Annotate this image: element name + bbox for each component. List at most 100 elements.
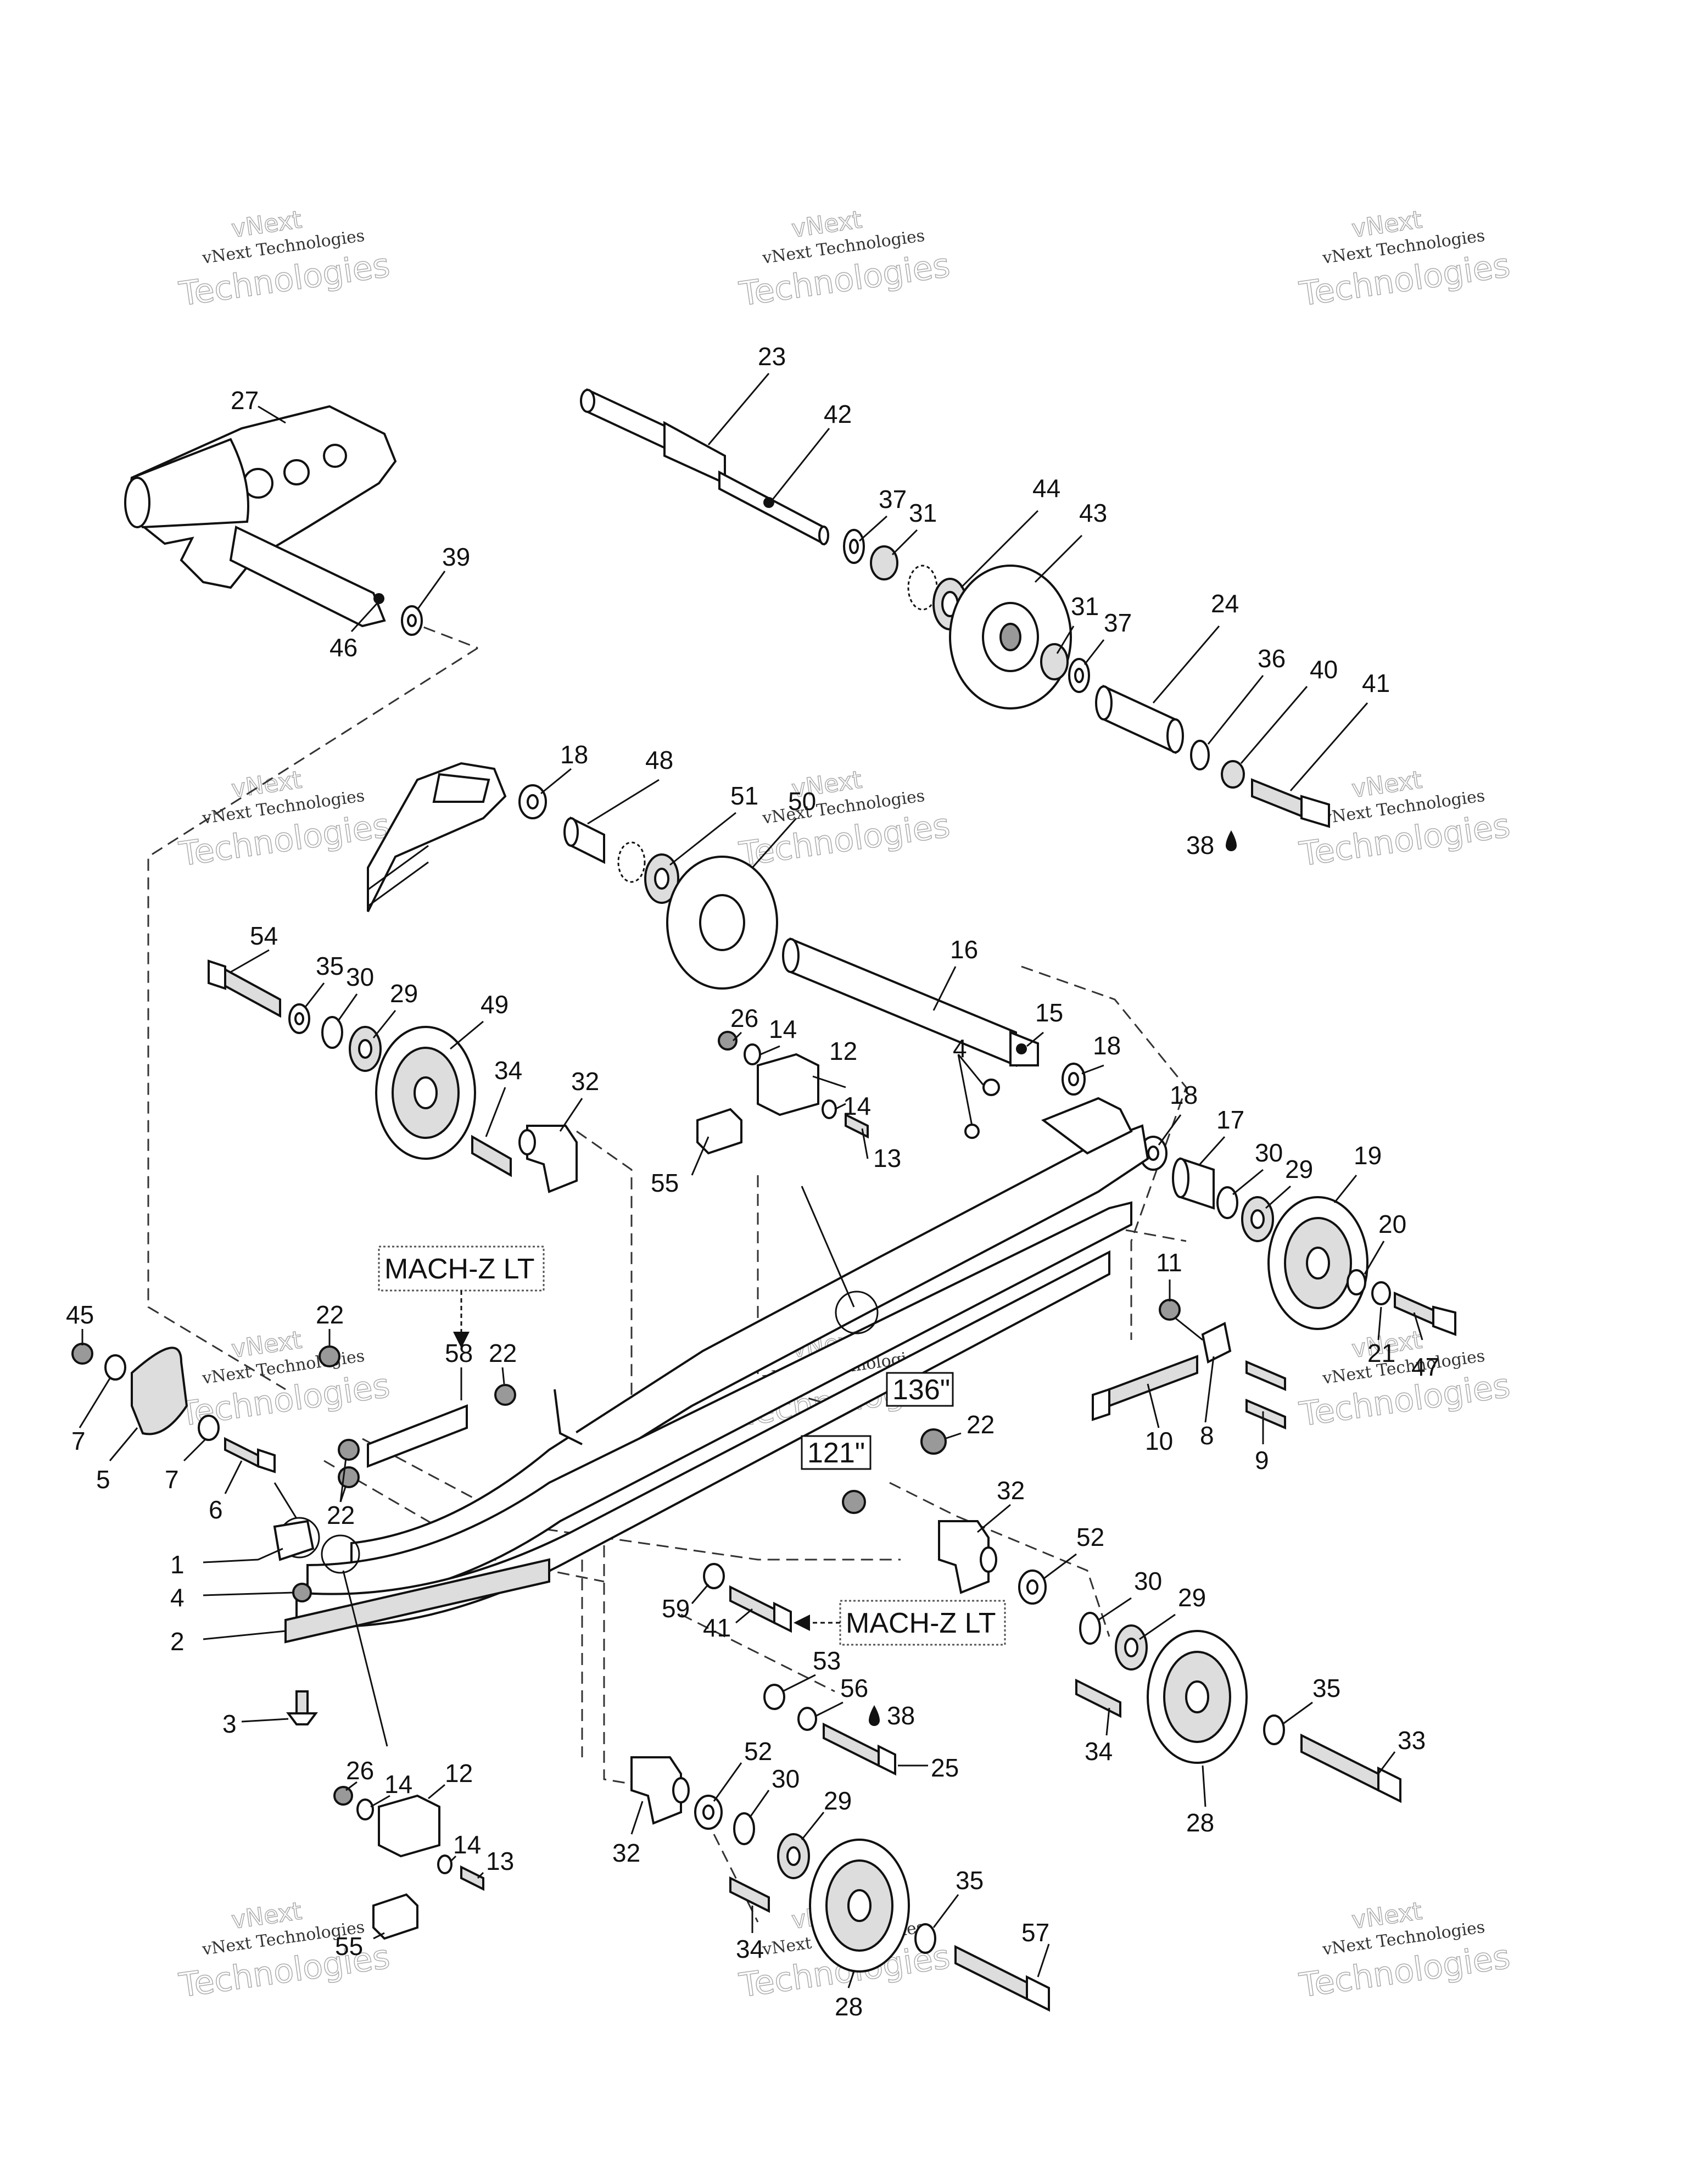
leader-line — [812, 1075, 846, 1088]
cushion-block-12 — [757, 1053, 819, 1116]
leader-line — [932, 966, 957, 1011]
callout-28: 28 — [1186, 1808, 1214, 1837]
bearing-29-hole — [358, 1039, 372, 1059]
cushion-block-12-b — [378, 1794, 440, 1858]
callout-33: 33 — [1398, 1726, 1426, 1755]
leader-line — [1152, 625, 1220, 703]
spacer-24 — [1103, 684, 1176, 755]
leader-line — [957, 1054, 984, 1085]
callout-19: 19 — [1354, 1141, 1382, 1170]
grease-point-icon — [1016, 1043, 1027, 1054]
arm-hole — [323, 444, 347, 468]
bolt-9-b-thread — [1245, 1398, 1286, 1430]
leader-line — [501, 1367, 505, 1384]
callout-32: 32 — [612, 1839, 640, 1867]
leader-line — [691, 1136, 710, 1176]
leader-line — [224, 1460, 243, 1494]
spacer-24-end — [1166, 718, 1184, 753]
callout-57: 57 — [1021, 1918, 1049, 1947]
callout-27: 27 — [231, 386, 259, 415]
bolt-33-head — [1377, 1766, 1401, 1803]
callout-12: 12 — [829, 1037, 857, 1065]
callout-12: 12 — [445, 1759, 473, 1788]
callout-22: 22 — [327, 1501, 355, 1529]
washer-14-d — [437, 1855, 453, 1874]
callout-9: 9 — [1255, 1446, 1269, 1474]
callout-45: 45 — [66, 1300, 94, 1329]
slider-55-b — [372, 1893, 418, 1940]
leader-line — [241, 1718, 289, 1723]
bearing-29-c-hole — [1124, 1638, 1138, 1657]
callout-44: 44 — [1032, 474, 1060, 502]
bearing-29-b-hole — [1250, 1209, 1265, 1229]
label-box — [801, 1435, 872, 1470]
callout-28: 28 — [835, 1992, 863, 2021]
washer-35-c — [914, 1923, 936, 1954]
leader-line — [203, 1548, 283, 1563]
leader-line — [1043, 1553, 1077, 1580]
callout-34: 34 — [736, 1935, 764, 1963]
block-32-b-boss — [980, 1546, 997, 1573]
leader-line — [669, 812, 736, 866]
callout-36: 36 — [1258, 644, 1286, 673]
leader-line — [960, 510, 1039, 589]
callout-14: 14 — [384, 1770, 412, 1798]
leader-line — [183, 1438, 207, 1462]
rail-front-bracket — [554, 1389, 583, 1445]
block-32-b — [938, 1520, 990, 1594]
leader-line — [932, 1894, 959, 1928]
callout-15: 15 — [1035, 998, 1063, 1027]
leader-line — [957, 1054, 973, 1126]
loctite-drop-icon — [1226, 830, 1237, 851]
leader-line — [1202, 1765, 1206, 1807]
washer-59 — [703, 1563, 725, 1589]
circlip-ring-b — [617, 841, 646, 883]
leader-line — [416, 571, 446, 610]
bolt-47-head — [1432, 1305, 1456, 1336]
watermark-top-right: vNext vNext Technologies Technologies — [1297, 205, 1513, 314]
leader-line — [1232, 1169, 1264, 1196]
detail-circle — [321, 1534, 360, 1574]
callout-55: 55 — [651, 1169, 679, 1197]
leader-line — [891, 529, 918, 556]
washer-35-hole — [294, 1012, 304, 1025]
bolt-33-thread — [1300, 1733, 1379, 1792]
label-box — [839, 1600, 1006, 1646]
leader-line — [713, 1762, 742, 1802]
callout-20: 20 — [1378, 1210, 1406, 1238]
leader-line — [1364, 1241, 1385, 1275]
leader-line — [1158, 1114, 1182, 1146]
leader-line — [1204, 1356, 1215, 1423]
callout-50: 50 — [788, 787, 816, 815]
dashed-line-right-c — [889, 1482, 1110, 1637]
dashed-line-top — [406, 619, 478, 649]
bracket-edge — [367, 845, 429, 891]
callout-52: 52 — [1076, 1523, 1104, 1551]
callout-38: 38 — [887, 1701, 915, 1730]
callout-4: 4 — [170, 1583, 185, 1612]
leader-line — [1289, 702, 1368, 791]
callout-42: 42 — [824, 400, 852, 428]
callout-5: 5 — [96, 1465, 110, 1494]
rail-bottom — [295, 1250, 1110, 1628]
leader-line — [847, 1971, 855, 1988]
leader-line — [1081, 1064, 1104, 1075]
shaft-23-tip — [718, 470, 825, 546]
callout-47: 47 — [1411, 1353, 1439, 1381]
mach-z-lt-label: MACH-Z LT — [846, 1607, 996, 1639]
idler-wheel-43-bore — [999, 623, 1021, 651]
leader-line — [339, 1457, 347, 1502]
leader-line — [1026, 1031, 1044, 1047]
callout-25: 25 — [931, 1753, 959, 1782]
leader-line — [1034, 534, 1083, 583]
leader-line — [801, 1812, 825, 1840]
detail-circle — [835, 1291, 879, 1334]
nut-22-b — [494, 1384, 516, 1406]
nut-26-b — [333, 1786, 353, 1806]
callout-2: 2 — [170, 1627, 185, 1656]
leader-line — [345, 1781, 357, 1791]
snap-ring-30 — [321, 1016, 343, 1049]
nut-22-e — [920, 1428, 947, 1455]
bolt-57-head — [1026, 1975, 1050, 2012]
callout-31: 31 — [1071, 592, 1099, 621]
